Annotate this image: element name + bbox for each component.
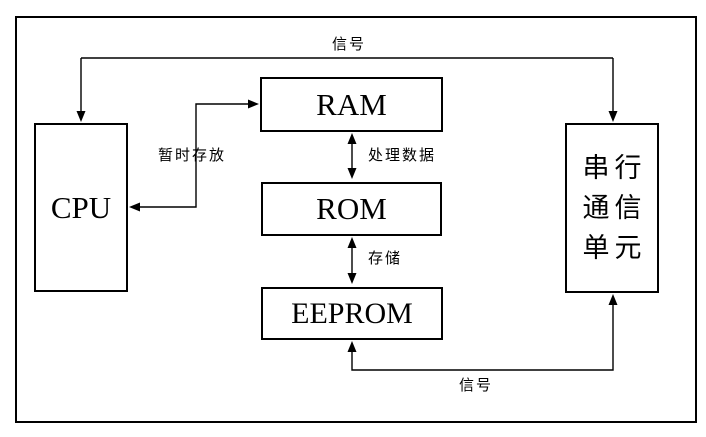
edge-label-temp-storage: 暂时存放	[158, 148, 227, 164]
node-eeprom: EEPROM	[261, 287, 443, 340]
edge-label-signal-top: 信号	[332, 37, 367, 53]
arrowhead-into-rom-bottom	[347, 237, 357, 248]
node-cpu: CPU	[34, 123, 128, 292]
edge-label-signal-bottom: 信号	[459, 378, 494, 394]
arrowhead-into-cpu-top	[76, 111, 86, 122]
node-ram-label: RAM	[316, 86, 387, 122]
node-rom-label: ROM	[316, 191, 387, 226]
arrowhead-into-eeprom-top	[347, 273, 357, 284]
arrowhead-into-serial-top	[608, 111, 618, 122]
arrowhead-into-cpu-right	[129, 202, 140, 212]
edge-signal-top	[76, 57, 618, 122]
node-cpu-label: CPU	[50, 189, 112, 225]
node-serial-unit: 串行 通信 单元	[565, 123, 659, 293]
edge-label-storage: 存储	[368, 251, 403, 267]
node-eeprom-label: EEPROM	[291, 296, 413, 330]
arrowhead-into-ram-bottom	[347, 133, 357, 144]
arrowhead-into-serial-bottom	[608, 294, 618, 305]
node-ram: RAM	[260, 77, 443, 132]
arrowhead-into-rom-top	[347, 168, 357, 179]
node-rom: ROM	[261, 182, 442, 236]
arrowhead-into-ram-left	[248, 99, 259, 109]
edge-label-process-data: 处理数据	[368, 148, 437, 164]
arrowhead-into-eeprom-bottom	[347, 341, 357, 352]
edge-signal-bottom	[347, 294, 618, 371]
edge-temp-storage	[129, 99, 259, 212]
edge-process-data	[347, 133, 357, 179]
node-serial-unit-label: 串行 通信 单元	[582, 153, 647, 263]
edge-storage	[347, 237, 357, 284]
